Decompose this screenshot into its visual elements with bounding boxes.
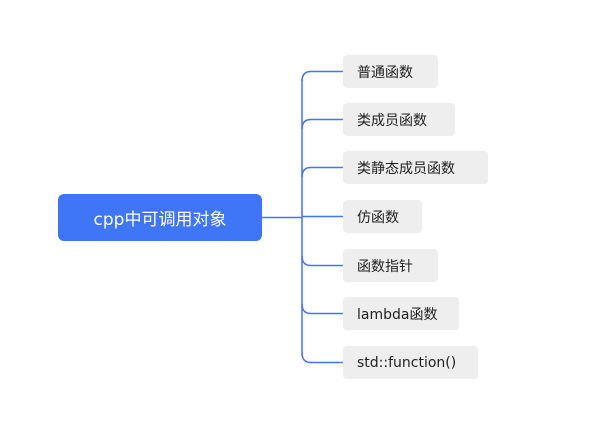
connector-branch-1 <box>301 118 343 130</box>
subtopic-label: 普通函数 <box>357 64 413 81</box>
subtopic-label: lambda函数 <box>357 306 438 323</box>
subtopic-label: 仿函数 <box>357 209 399 226</box>
connector-branch-4 <box>301 255 343 267</box>
connector-branch-6 <box>301 352 343 364</box>
root-topic-label: cpp中可调用对象 <box>93 210 227 230</box>
subtopic-label: 类成员函数 <box>357 112 427 129</box>
connector-branch-0 <box>301 70 343 82</box>
subtopic-node-function-pointer[interactable]: 函数指针 <box>343 249 438 282</box>
subtopic-node-std-function[interactable]: std::function() <box>343 346 478 379</box>
connector-branch-2 <box>301 166 343 178</box>
subtopic-node-lambda[interactable]: lambda函数 <box>343 297 459 330</box>
subtopic-node-regular-function[interactable]: 普通函数 <box>343 55 438 88</box>
subtopic-node-member-function[interactable]: 类成员函数 <box>343 103 455 136</box>
connector-branch-5 <box>301 303 343 315</box>
subtopic-label: 类静态成员函数 <box>357 160 455 177</box>
root-topic-node[interactable]: cpp中可调用对象 <box>58 194 262 241</box>
subtopic-node-static-member-function[interactable]: 类静态成员函数 <box>343 151 488 184</box>
subtopic-label: std::function() <box>357 354 457 371</box>
subtopic-node-functor[interactable]: 仿函数 <box>343 200 422 233</box>
subtopic-label: 函数指针 <box>357 258 413 275</box>
